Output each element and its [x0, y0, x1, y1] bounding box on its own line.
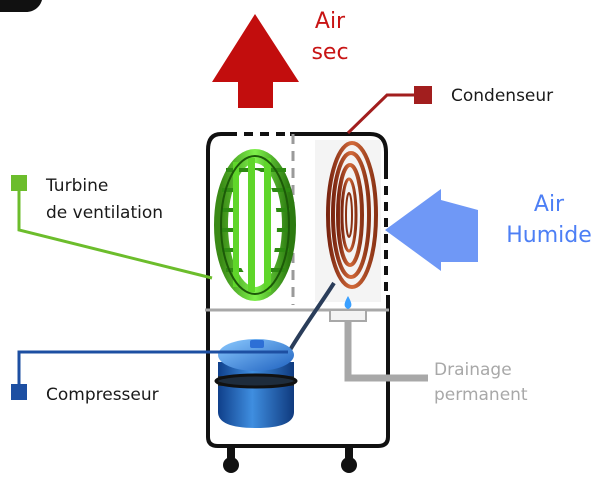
turbine-fan-icon	[214, 149, 296, 301]
drain-collector	[329, 309, 367, 322]
turbine-line-1: Turbine	[46, 176, 109, 196]
condenser-coil-icon	[315, 140, 381, 302]
wheel-left	[223, 457, 239, 473]
turbine-marker	[11, 175, 27, 191]
air-humide-line-2: Humide	[506, 223, 592, 248]
wheel-left-axle	[227, 446, 235, 458]
compresseur-leader-line	[17, 350, 288, 392]
compresseur-marker	[11, 384, 27, 400]
water-droplet-icon	[344, 296, 352, 309]
condenseur-label: Condenseur	[451, 86, 554, 106]
air-sec-line-1: Air	[314, 9, 346, 34]
condenseur-marker	[414, 86, 432, 104]
unit-housing	[206, 132, 390, 448]
refrigerant-pipe	[288, 281, 336, 352]
wheel-right	[341, 457, 357, 473]
dry-air-arrow	[212, 14, 299, 108]
air-humide-label: Air Humide	[489, 189, 603, 251]
compressor-icon	[214, 339, 298, 428]
corner-shape	[0, 0, 42, 12]
air-sec-line-2: sec	[311, 40, 349, 65]
drainage-line-1: Drainage	[434, 360, 512, 380]
turbine-label: Turbine de ventilation	[46, 173, 163, 227]
humid-air-arrow	[385, 189, 478, 271]
condenseur-leader-line	[346, 93, 416, 135]
drainage-pipe	[344, 321, 428, 382]
air-humide-line-1: Air	[533, 192, 565, 217]
turbine-leader-line	[17, 182, 213, 280]
drainage-label: Drainage permanent	[434, 358, 528, 408]
wheel-right-axle	[345, 446, 353, 458]
compresseur-label: Compresseur	[46, 385, 159, 405]
air-sec-label: Air sec	[308, 6, 352, 68]
drainage-line-2: permanent	[434, 385, 528, 405]
turbine-line-2: de ventilation	[46, 203, 164, 223]
